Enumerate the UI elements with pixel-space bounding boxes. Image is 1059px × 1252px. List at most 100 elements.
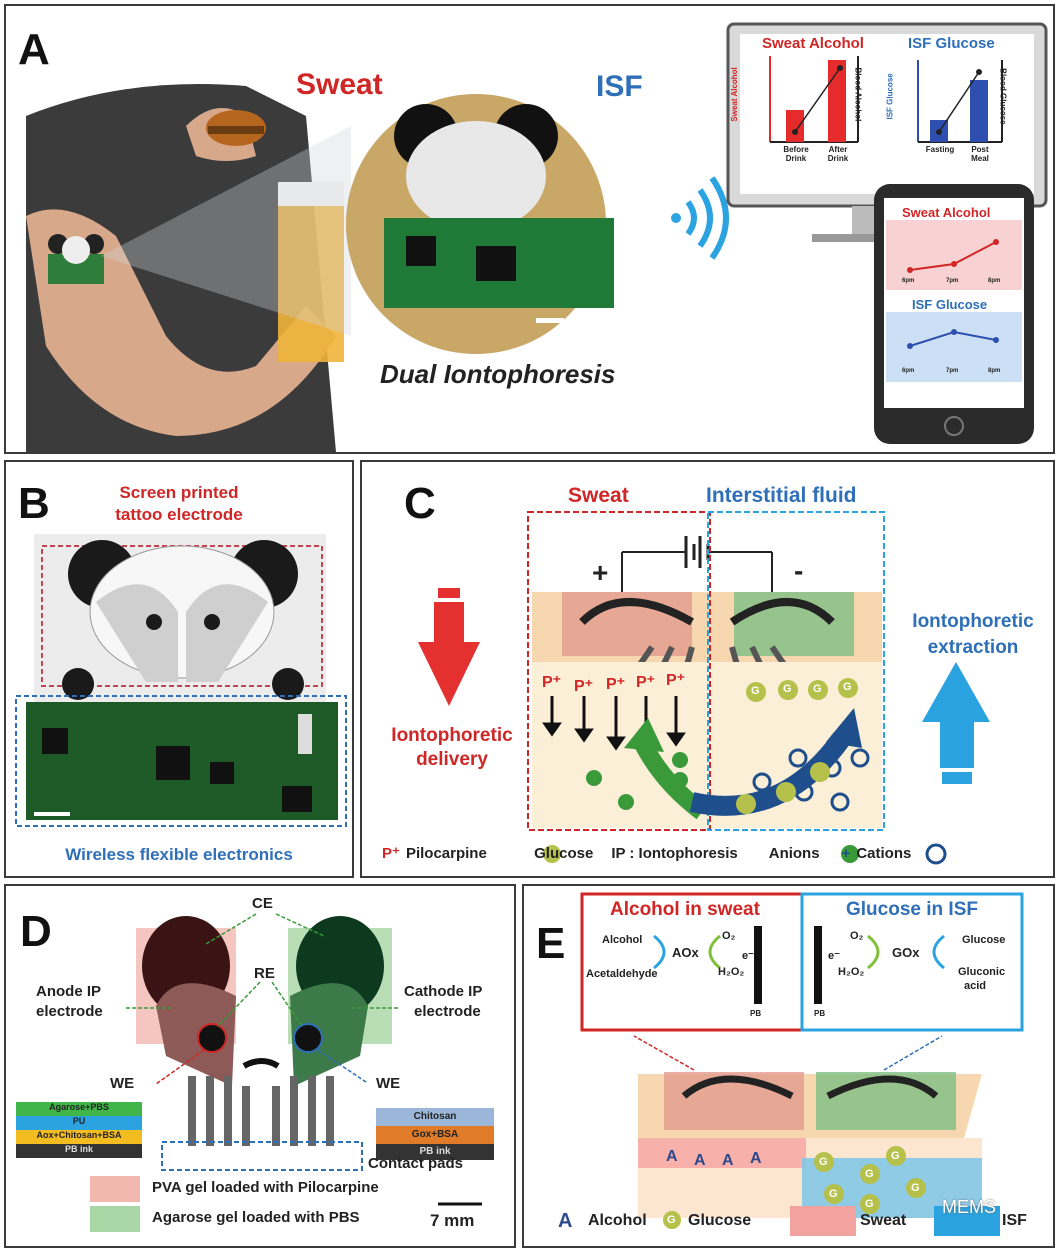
extraction-label-line1: Iontophoretic <box>912 611 1034 632</box>
legend-green-swatch <box>90 1206 140 1232</box>
phone-alcohol-title: Sweat Alcohol <box>902 205 991 220</box>
pilocarpine-ion-2: P⁺ <box>574 678 594 695</box>
legend-cations: Cations <box>856 844 912 862</box>
beer-glass-icon <box>278 202 344 362</box>
anode-label-line1: Anode IP <box>36 983 102 1000</box>
monitor-right-ylabel: ISF Glucose <box>885 73 895 120</box>
anode-label-line2: electrode <box>36 1003 103 1020</box>
c-plus-sign: + <box>592 557 609 588</box>
glucose-marker-2: G <box>865 1168 874 1180</box>
cathode-label-line1: Cathode IP <box>404 983 483 1000</box>
glucose-letter-1: G <box>751 685 760 697</box>
phone-tick-6pm-a: 6pm <box>902 278 915 284</box>
monitor-left-title: Sweat Alcohol <box>762 35 864 52</box>
layer-chitosan: Chitosan <box>413 1111 457 1122</box>
panel-b: B Screen printed tattoo electrode Wirele… <box>4 460 354 878</box>
re-left <box>197 1023 227 1053</box>
e-h2o2-right: H₂O₂ <box>838 966 865 978</box>
phone-tick-7pm-a: 7pm <box>946 278 959 284</box>
c-sweat-title: Sweat <box>568 484 629 507</box>
bar-after-drink <box>828 60 846 142</box>
wireless-icon <box>671 176 729 260</box>
monitor-cat-post-meal: Post Meal <box>971 145 989 163</box>
re-right <box>293 1023 323 1053</box>
phone-tick-8pm-a: 8pm <box>988 278 1001 284</box>
extraction-arrow <box>922 662 990 722</box>
dual-iontophoresis-title: Dual Iontophoresis <box>380 359 616 389</box>
we-right-label: WE <box>376 1075 401 1092</box>
e-electron-left: e⁻ <box>742 950 754 962</box>
contact-pads-label: Contact pads <box>368 1155 464 1172</box>
panel-e-label: E <box>536 919 566 968</box>
phone-glucose-title: ISF Glucose <box>912 297 988 312</box>
monitor-alcohol-chart <box>769 56 859 143</box>
legend-cation-icon <box>925 843 947 865</box>
pilocarpine-ion-3: P⁺ <box>606 676 626 693</box>
legend-green-label: Agarose gel loaded with PBS <box>152 1209 360 1226</box>
panel-a: A Sweat ISF Dual Iontophoresis Sweat Alc… <box>4 4 1055 454</box>
e-aox: AOx <box>672 945 699 960</box>
e-glucose: Glucose <box>962 934 1006 946</box>
electronics-caption: Wireless flexible electronics <box>65 845 293 864</box>
e-acetaldehyde: Acetaldehyde <box>586 968 658 980</box>
legend-p-symbol: P⁺ <box>382 845 400 862</box>
monitor-cat-before-drink: Before Drink <box>783 145 809 163</box>
layer-pb-ink-left: PB ink <box>64 1144 93 1154</box>
cathode-label-line2: electrode <box>414 1003 481 1020</box>
panel-c: C Sweat Interstitial fluid + - Iontophor… <box>360 460 1055 878</box>
we-left-label: WE <box>110 1075 135 1092</box>
glucose-in-isf-title: Glucose in ISF <box>846 899 978 920</box>
monitor-cat-fasting: Fasting <box>925 145 955 154</box>
e-o2-right: O₂ <box>850 930 864 942</box>
c-minus-sign: - <box>794 555 804 586</box>
panel-b-label: B <box>18 479 50 528</box>
phone-tick-8pm-b: 8pm <box>988 368 1001 374</box>
patch-sweat-label: Sweat <box>296 68 383 101</box>
alcohol-marker-1: A <box>666 1148 678 1165</box>
delivery-label-line2: delivery <box>416 749 488 770</box>
e-o2-left: O₂ <box>722 930 736 942</box>
c-isf-title: Interstitial fluid <box>706 484 857 507</box>
delivery-arrow <box>418 642 480 706</box>
panel-c-label: C <box>404 479 436 528</box>
glucose-marker-6: G <box>911 1182 920 1194</box>
e-gluconic-line1: Gluconic <box>958 966 1006 978</box>
legend-pink-label: PVA gel loaded with Pilocarpine <box>152 1179 379 1196</box>
glucose-markers <box>736 678 858 814</box>
panel-c-art <box>418 511 990 865</box>
glucose-marker-3: G <box>891 1150 900 1162</box>
e-gox: GOx <box>892 945 920 960</box>
legend-sweat-swatch <box>790 1206 856 1236</box>
pilocarpine-ion-5: P⁺ <box>666 672 686 689</box>
legend-e-glucose-icon <box>663 1211 681 1229</box>
glucose-marker-1: G <box>819 1156 828 1168</box>
scale-bar-label: 7 mm <box>430 1211 475 1230</box>
tattoo-caption-line1: Screen printed <box>119 483 239 502</box>
legend-e-alcohol: Alcohol <box>588 1212 647 1229</box>
alcohol-marker-3: A <box>722 1152 734 1169</box>
glucose-letter-3: G <box>813 683 822 695</box>
glucose-marker-4: G <box>829 1188 838 1200</box>
e-alcohol: Alcohol <box>602 934 643 946</box>
legend-g-symbol: G <box>518 846 529 860</box>
legend-anions: Anions <box>768 844 820 862</box>
monitor-left-y2label: Blood Alcohol <box>853 67 863 122</box>
isf-region-box <box>707 511 885 831</box>
re-label: RE <box>254 965 275 982</box>
panel-e-art <box>580 892 1024 1236</box>
e-pb-right: PB <box>814 1009 826 1018</box>
panel-d-label: D <box>20 907 52 956</box>
e-electron-right: e⁻ <box>828 950 840 962</box>
legend-glucose: Glucose <box>534 844 594 862</box>
sweat-region-box <box>527 511 711 831</box>
legend-e-g-symbol: G <box>667 1214 676 1226</box>
monitor-cat-after-drink: After Drink <box>827 145 849 163</box>
legend-cation-symbol: + <box>841 844 851 862</box>
legend-e-isf: ISF <box>1002 1212 1027 1229</box>
monitor-right-y2label: Blood Glucose <box>998 68 1008 125</box>
legend-pink-swatch <box>90 1176 140 1202</box>
layer-pb-ink-right: PB ink <box>419 1146 451 1157</box>
ce-label: CE <box>252 895 273 912</box>
layer-agarose-pbs: Agarose+PBS <box>49 1102 109 1112</box>
legend-glucose-icon <box>543 845 561 863</box>
